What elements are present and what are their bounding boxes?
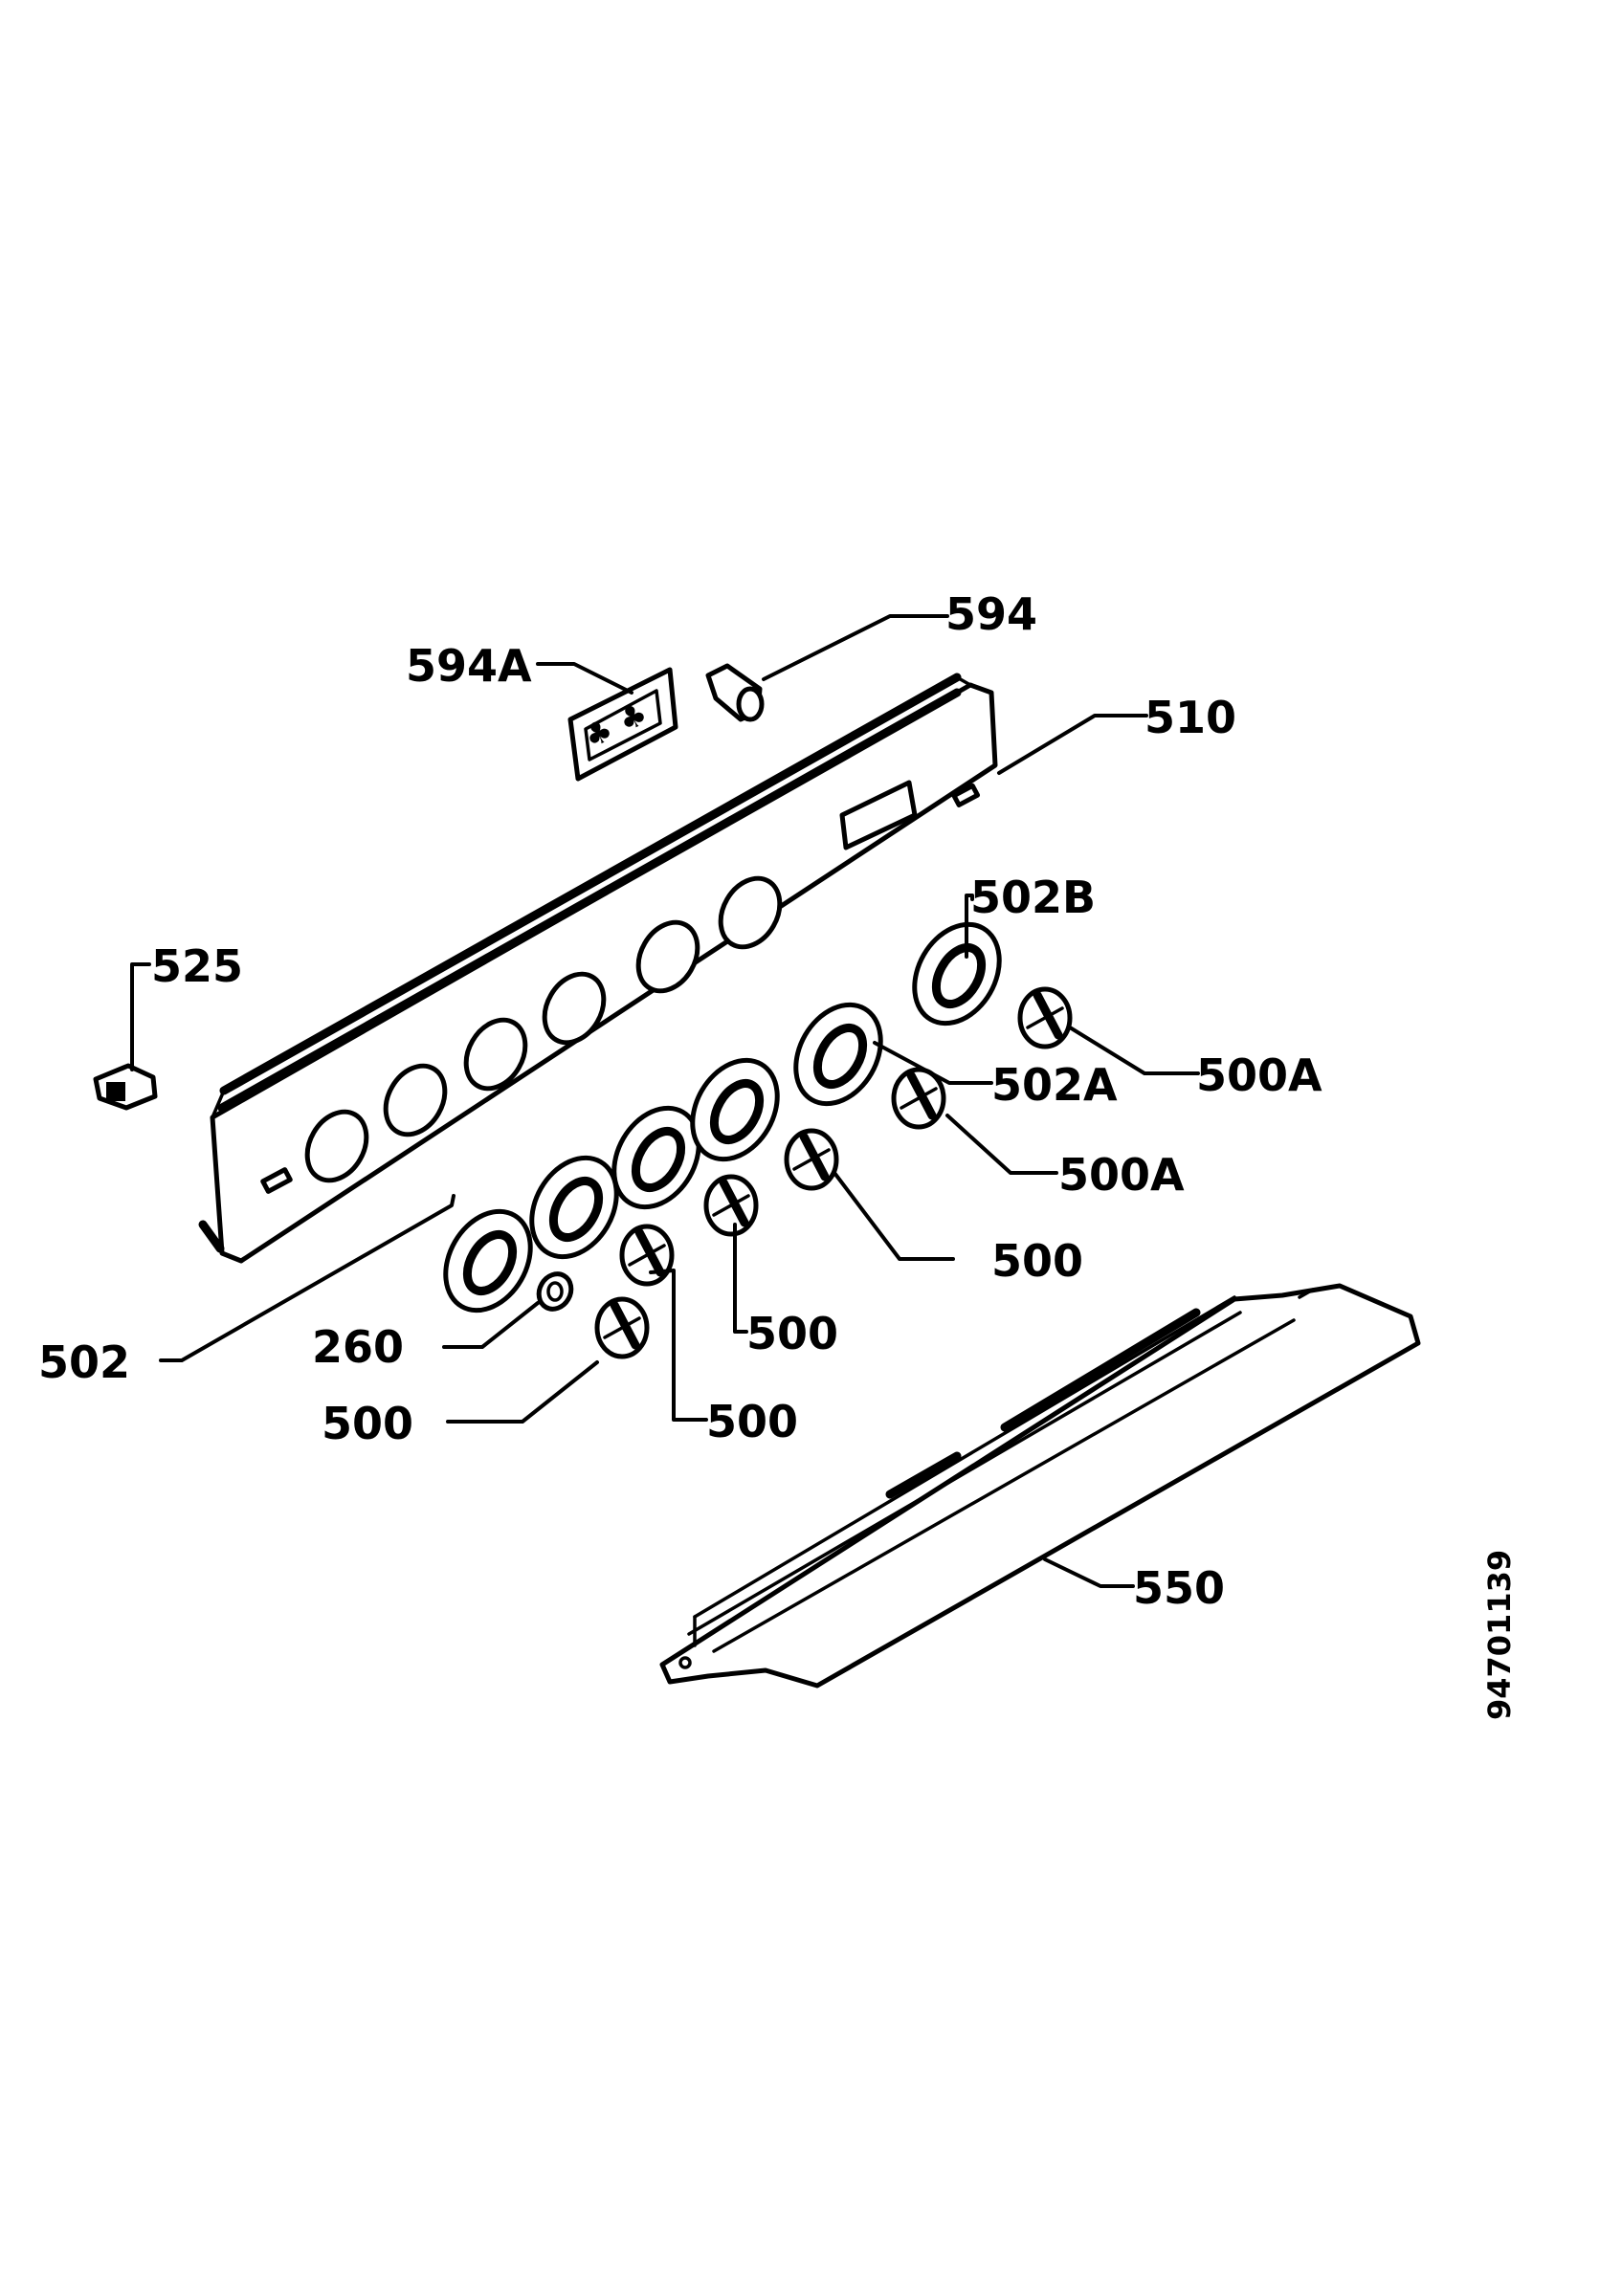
label-500A-2: 500A <box>1058 1149 1185 1201</box>
knob-set <box>594 986 1073 1359</box>
label-260: 260 <box>312 1321 404 1373</box>
drawing-code: 94701139 <box>1481 1550 1518 1720</box>
bezel-502-3 <box>611 1105 701 1210</box>
knob-500A-2 <box>1017 986 1073 1049</box>
bezel-502B <box>912 921 1002 1027</box>
bezel-502-set <box>443 921 1002 1314</box>
bezel-502A <box>793 1002 883 1107</box>
label-525: 525 <box>151 940 243 992</box>
label-500-3: 500 <box>706 1396 798 1447</box>
leader-lines <box>130 614 1200 1588</box>
bezel-502-2 <box>529 1155 619 1260</box>
label-500-4: 500 <box>322 1398 413 1449</box>
label-550: 550 <box>1133 1562 1225 1614</box>
label-502A: 502A <box>991 1059 1118 1111</box>
label-500-2: 500 <box>746 1308 838 1359</box>
knob-500-2 <box>619 1224 675 1287</box>
spacer-260 <box>536 1271 574 1312</box>
label-510: 510 <box>1144 692 1236 743</box>
label-594: 594 <box>945 588 1037 640</box>
knob-500-3 <box>703 1174 759 1237</box>
knob-500-4 <box>784 1128 839 1191</box>
label-500A-1: 500A <box>1196 1049 1322 1101</box>
knob-500A-1 <box>891 1067 946 1130</box>
bezel-502-1 <box>443 1208 533 1314</box>
bezel-502-4 <box>690 1057 780 1162</box>
label-502B: 502B <box>970 872 1096 923</box>
control-panel-510 <box>198 673 998 1264</box>
label-502: 502 <box>38 1336 130 1388</box>
part-labels: 594A 594 510 525 502B 502A 500A 500A 500… <box>38 588 1518 1720</box>
indicator-594A: ♣ ♣ <box>567 667 678 782</box>
knob-500-1 <box>594 1296 650 1359</box>
lamp-594 <box>705 663 765 722</box>
trim-strip-550 <box>659 1283 1421 1689</box>
label-500-1: 500 <box>991 1235 1083 1287</box>
clip-525 <box>93 1063 158 1111</box>
label-594A: 594A <box>406 640 532 692</box>
